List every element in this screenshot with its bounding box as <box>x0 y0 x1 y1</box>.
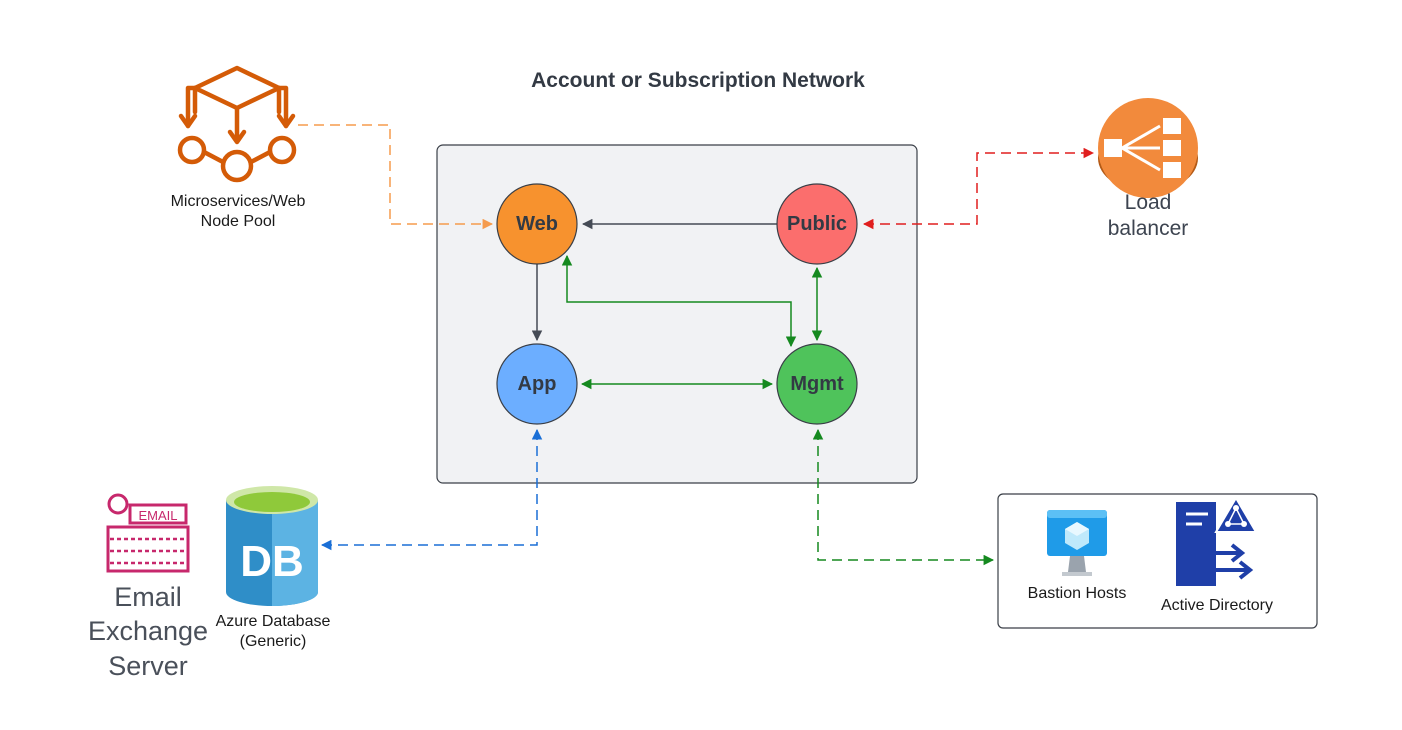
edge-web-mgmt <box>561 254 797 348</box>
email-server-label: Email Exchange Server <box>87 582 209 681</box>
database-label: Azure Database (Generic) <box>215 613 331 650</box>
app-node-label: App <box>517 373 557 395</box>
mgmt-node <box>776 343 858 425</box>
microservices-label: Microservices/Web Node Pool <box>170 193 306 230</box>
diagram-title: Account or Subscription Network <box>531 69 865 92</box>
email-icon <box>106 493 190 573</box>
email-badge: EMAIL <box>138 508 177 523</box>
public-node-label: Public <box>786 213 847 235</box>
edge-mgmt-group <box>812 428 995 566</box>
public-node <box>776 183 858 265</box>
mgmt-node-label: Mgmt <box>790 373 844 395</box>
edge-microservices-to-web <box>298 124 494 230</box>
node-pool-icon <box>177 65 297 183</box>
load-balancer-icon <box>1098 98 1198 198</box>
active-directory-icon <box>1176 496 1258 586</box>
database-badge: DB <box>240 537 304 586</box>
database-icon <box>226 486 318 606</box>
app-node <box>496 343 578 425</box>
edge-app-database <box>320 428 543 551</box>
web-node <box>496 183 578 265</box>
edge-public-load-balancer <box>862 147 1095 230</box>
virtual-machine-icon <box>1047 510 1107 576</box>
active-directory-label: Active Directory <box>1160 597 1274 614</box>
load-balancer-label: Load balancer <box>1107 191 1189 241</box>
bastion-label: Bastion Hosts <box>1027 585 1127 602</box>
web-node-label: Web <box>516 213 558 235</box>
